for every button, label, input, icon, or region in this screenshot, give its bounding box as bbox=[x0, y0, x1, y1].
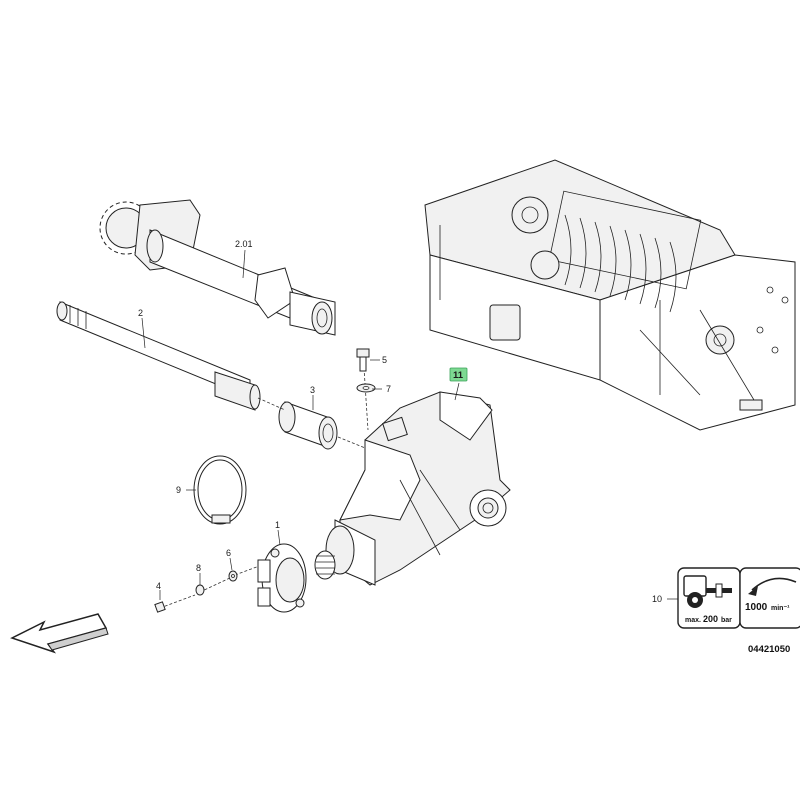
speed-value: 1000 bbox=[745, 602, 768, 613]
callout-7: 7 bbox=[386, 384, 391, 394]
speed-unit: min⁻¹ bbox=[771, 605, 790, 612]
callout-6: 6 bbox=[226, 548, 231, 558]
nut-6 bbox=[228, 570, 238, 582]
screw-4 bbox=[154, 601, 166, 613]
machine-overview-illustration bbox=[424, 159, 796, 431]
rotation-arrow-icon bbox=[748, 577, 797, 596]
callout-8: 8 bbox=[196, 563, 201, 573]
direction-arrow-icon bbox=[10, 613, 109, 654]
leader-lines bbox=[141, 249, 680, 600]
callout-11-highlight bbox=[449, 367, 468, 382]
pressure-prefix: max. bbox=[685, 617, 701, 624]
callout-4: 4 bbox=[156, 581, 161, 591]
washer-8 bbox=[195, 584, 205, 596]
assembly-lines bbox=[159, 367, 371, 609]
pressure-unit: bar bbox=[721, 617, 732, 624]
tractor-pto-icon bbox=[683, 575, 732, 608]
bolt-5 bbox=[356, 348, 370, 372]
coupling-sleeve-3 bbox=[278, 401, 338, 450]
callout-labels: 2.01 2 3 5 7 11 9 1 6 8 4 10 bbox=[138, 239, 662, 604]
gearbox-11 bbox=[314, 391, 511, 586]
callout-10: 10 bbox=[652, 594, 662, 604]
washer-7 bbox=[356, 383, 376, 393]
pressure-value: 200 bbox=[703, 614, 718, 624]
callout-11: 11 bbox=[453, 370, 464, 381]
splined-shaft-2 bbox=[56, 301, 261, 411]
flange-yoke-1 bbox=[257, 543, 307, 613]
pto-info-box: max. 200 bar 1000 min⁻¹ bbox=[677, 567, 800, 629]
callout-2-01: 2.01 bbox=[235, 239, 253, 249]
clamp-band-9 bbox=[193, 455, 247, 525]
sprocket-shaft-2-01 bbox=[99, 199, 336, 336]
callout-5: 5 bbox=[382, 355, 387, 365]
drawing-number: 04421050 bbox=[748, 644, 790, 655]
callout-1: 1 bbox=[275, 520, 280, 530]
callout-9: 9 bbox=[176, 485, 181, 495]
callout-3: 3 bbox=[310, 385, 315, 395]
callout-2: 2 bbox=[138, 308, 143, 318]
